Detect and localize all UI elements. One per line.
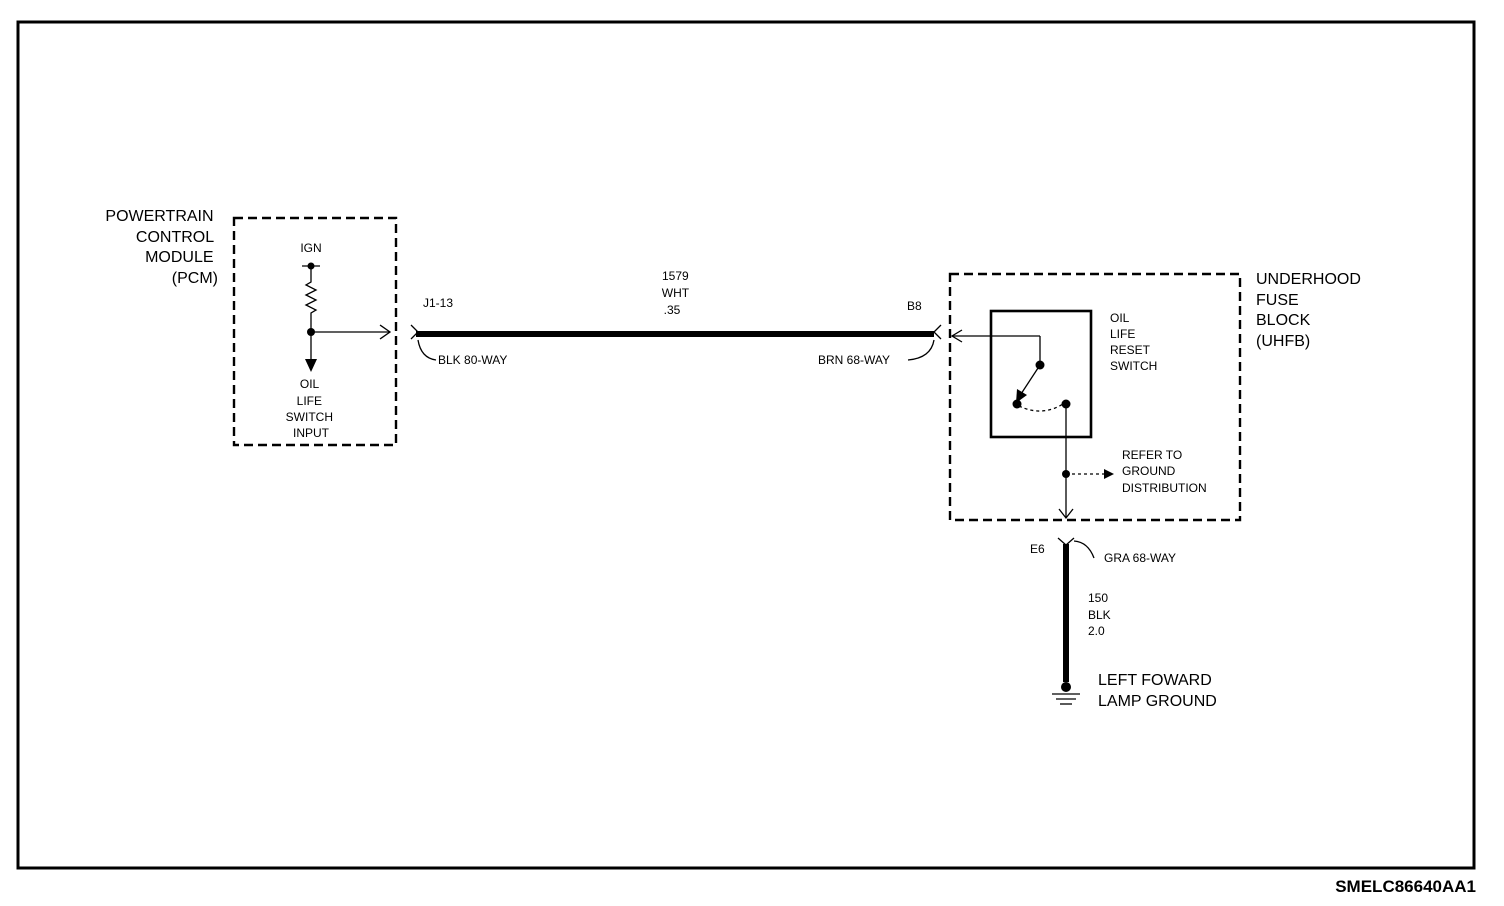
uhfb-connector-type: BRN 68-WAY (818, 353, 890, 367)
uhfb-ground-pin-arrow (1058, 508, 1074, 520)
switch-travel-path (1018, 403, 1064, 412)
pcm-box (232, 216, 398, 447)
ground-connector-symbol (1057, 537, 1075, 546)
ground-connector-type: GRA 68-WAY (1104, 551, 1176, 565)
oil-life-reset-switch-box (989, 309, 1093, 439)
pcm-pin-arrow (379, 324, 392, 340)
pcm-connector-type: BLK 80-WAY (438, 353, 507, 367)
uhfb-title: UNDERHOOD FUSE BLOCK (UHFB) (1256, 271, 1365, 350)
wire-1579-label: 1579 WHT .35 (662, 269, 692, 317)
left-forward-lamp-ground-label: LEFT FOWARD LAMP GROUND (1098, 672, 1217, 710)
pcm-pin-label: J1-13 (423, 296, 453, 310)
diagram-border (16, 20, 1476, 870)
diagram-id: SMELC86640AA1 (1335, 877, 1476, 896)
uhfb-connector-symbol (933, 324, 942, 340)
switch-blade-arrow (1016, 389, 1027, 403)
uhfb-connector-leader (907, 339, 935, 361)
ground-connector-leader (1073, 540, 1095, 559)
uhfb-pin-label: B8 (907, 299, 922, 313)
uhfb-box (948, 272, 1242, 522)
pcm-connector-leader (417, 339, 437, 361)
wire-150-label: 150 BLK 2.0 (1088, 591, 1114, 638)
ground-node (1061, 682, 1071, 692)
ign-label: IGN (300, 241, 321, 255)
ground-pin-label: E6 (1030, 542, 1045, 556)
pullup-resistor (304, 266, 318, 360)
switch-blade (1020, 364, 1041, 395)
input-arrow-down (305, 359, 317, 372)
oil-life-switch-input-label: OIL LIFE SWITCH INPUT (286, 377, 337, 440)
oil-life-reset-switch-label: OIL LIFE RESET SWITCH (1110, 311, 1157, 373)
ground-distribution-arrow (1104, 469, 1114, 479)
pcm-title: POWERTRAIN CONTROL MODULE (PCM) (105, 208, 218, 287)
refer-ground-distribution-label: REFER TO GROUND DISTRIBUTION (1122, 448, 1207, 495)
